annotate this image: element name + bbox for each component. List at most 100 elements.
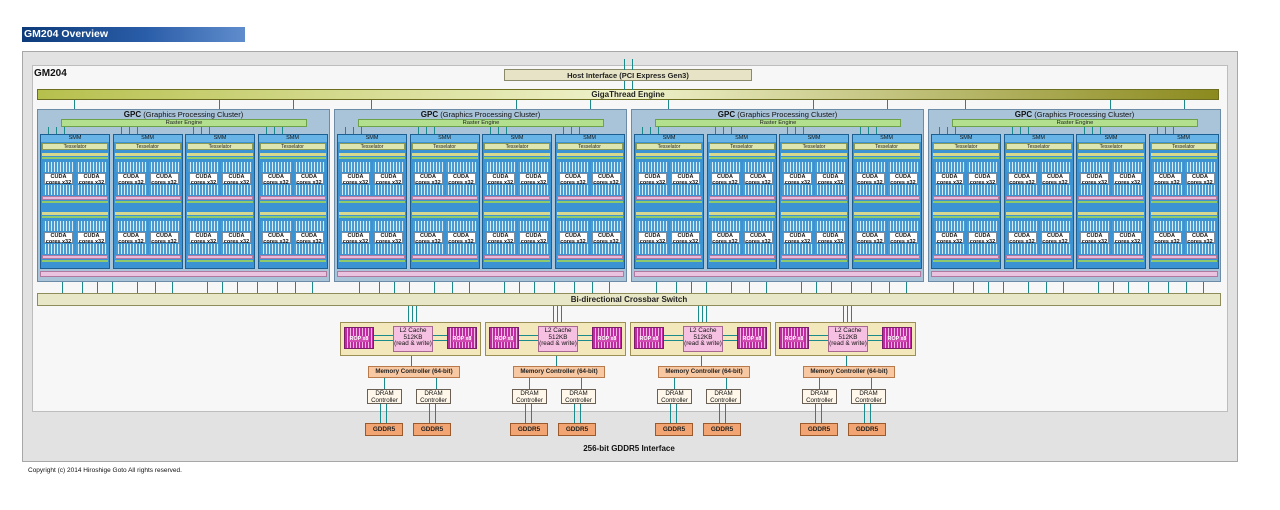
sm-yellow-bar xyxy=(114,153,181,156)
wire xyxy=(650,127,651,134)
wire xyxy=(722,127,724,134)
cuda-register-bank xyxy=(1184,221,1216,231)
sm-yellow-bar xyxy=(411,212,478,215)
cuda-register-bank xyxy=(815,244,846,254)
sm-green-bar xyxy=(339,260,405,262)
cuda-register-bank xyxy=(557,162,589,172)
smm-label: SMM xyxy=(1004,135,1073,142)
cuda-register-bank xyxy=(709,185,741,195)
sm-green-bar xyxy=(187,157,253,159)
cuda-register-bank xyxy=(782,185,813,195)
cuda-register-bank xyxy=(887,162,919,172)
smm-label: SMM xyxy=(186,135,254,142)
cuda-register-bank xyxy=(782,162,813,172)
smm-label: SMM xyxy=(635,135,703,142)
tessellator: Tesselator xyxy=(853,143,920,150)
sm-yellow-bar xyxy=(1078,212,1144,215)
sm-yellow-bar xyxy=(339,212,405,215)
wire xyxy=(816,282,817,293)
memory-controller: Memory Controller (64-bit) xyxy=(368,366,460,378)
cuda-register-bank xyxy=(43,221,74,231)
wire xyxy=(531,404,532,423)
gddr5-chip: GDDR5 xyxy=(413,423,451,436)
wire xyxy=(452,282,453,293)
cuda-register-bank xyxy=(815,221,846,231)
wire xyxy=(701,356,702,366)
tessellator: Tesselator xyxy=(933,143,999,150)
sm-pink-bar xyxy=(636,196,702,200)
cuda-register-bank xyxy=(221,221,252,231)
cuda-register-bank xyxy=(445,185,477,195)
tessellator: Tesselator xyxy=(187,143,253,150)
cuda-register-bank xyxy=(590,162,622,172)
rop-unit: ROP x8 xyxy=(344,327,374,349)
cuda-register-bank xyxy=(1184,162,1216,172)
wire xyxy=(723,335,737,336)
wire xyxy=(411,356,412,366)
wire xyxy=(380,404,381,423)
gddr5-chip: GDDR5 xyxy=(365,423,403,436)
wire xyxy=(676,404,677,423)
wire xyxy=(201,127,202,134)
cuda-register-bank xyxy=(373,185,404,195)
tessellator: Tesselator xyxy=(339,143,405,150)
crossbar-switch: Bi-directional Crossbar Switch xyxy=(37,293,1221,306)
sm-green-bar xyxy=(1078,157,1144,159)
cuda-register-bank xyxy=(221,162,252,172)
wire xyxy=(490,127,491,134)
copyright: Copyright (c) 2014 Hiroshige Goto All ri… xyxy=(28,467,182,474)
sm-pink-bar xyxy=(411,255,478,259)
wire xyxy=(1003,282,1004,293)
wire xyxy=(434,282,435,293)
cuda-register-bank xyxy=(1112,162,1143,172)
wire xyxy=(519,335,538,336)
sm-green-bar xyxy=(187,201,253,203)
wire xyxy=(706,306,707,322)
cuda-register-bank xyxy=(782,221,813,231)
cuda-register-bank xyxy=(815,185,846,195)
sm-yellow-bar xyxy=(556,153,623,156)
sm-pink-bar xyxy=(853,196,920,200)
cuda-register-bank xyxy=(670,162,701,172)
cuda-register-bank xyxy=(518,185,549,195)
wire xyxy=(988,282,989,293)
cuda-register-bank xyxy=(76,162,107,172)
smm-label: SMM xyxy=(338,135,406,142)
cuda-register-bank xyxy=(709,221,741,231)
cuda-register-bank xyxy=(445,244,477,254)
wire xyxy=(384,378,385,389)
cuda-register-bank xyxy=(43,185,74,195)
sm-green-bar xyxy=(933,201,999,203)
wire xyxy=(82,282,83,293)
cuda-register-bank xyxy=(43,244,74,254)
wire xyxy=(359,282,360,293)
sm-pink-bar xyxy=(556,255,623,259)
sm-pink-bar xyxy=(484,255,550,259)
sm-yellow-bar xyxy=(42,212,108,215)
wire xyxy=(48,127,49,134)
wire xyxy=(128,127,130,134)
gddr5-chip: GDDR5 xyxy=(655,423,693,436)
wire xyxy=(469,282,470,293)
wire xyxy=(670,404,671,423)
cuda-register-bank xyxy=(1079,162,1110,172)
